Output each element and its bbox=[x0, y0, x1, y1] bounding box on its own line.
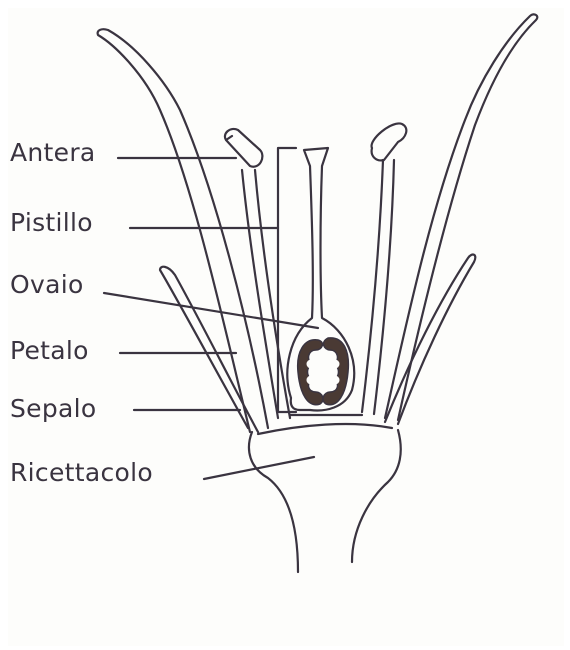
left-anther bbox=[225, 129, 262, 167]
left-stamen-filament bbox=[242, 170, 290, 418]
label-ricettacolo: Ricettacolo bbox=[10, 460, 153, 485]
ovule bbox=[307, 360, 316, 369]
right-anther bbox=[372, 123, 407, 160]
ovule bbox=[307, 376, 316, 385]
label-petalo: Petalo bbox=[10, 338, 89, 363]
left-ovule-cluster bbox=[298, 340, 323, 405]
right-stamen-filament bbox=[362, 160, 394, 414]
label-sepalo: Sepalo bbox=[10, 396, 96, 421]
right-ovule-cluster bbox=[323, 338, 348, 405]
ovaio-leader-line bbox=[104, 293, 318, 328]
left-outer-sepal bbox=[98, 29, 268, 432]
label-antera: Antera bbox=[10, 140, 96, 165]
ovules bbox=[298, 338, 349, 405]
ovule bbox=[331, 376, 340, 385]
ricettacolo-leader-line bbox=[204, 457, 314, 479]
receptacle bbox=[249, 424, 401, 572]
label-ovaio: Ovaio bbox=[10, 272, 84, 297]
label-pistillo: Pistillo bbox=[10, 210, 93, 235]
ovule bbox=[331, 360, 340, 369]
right-outer-sepal bbox=[385, 14, 537, 420]
